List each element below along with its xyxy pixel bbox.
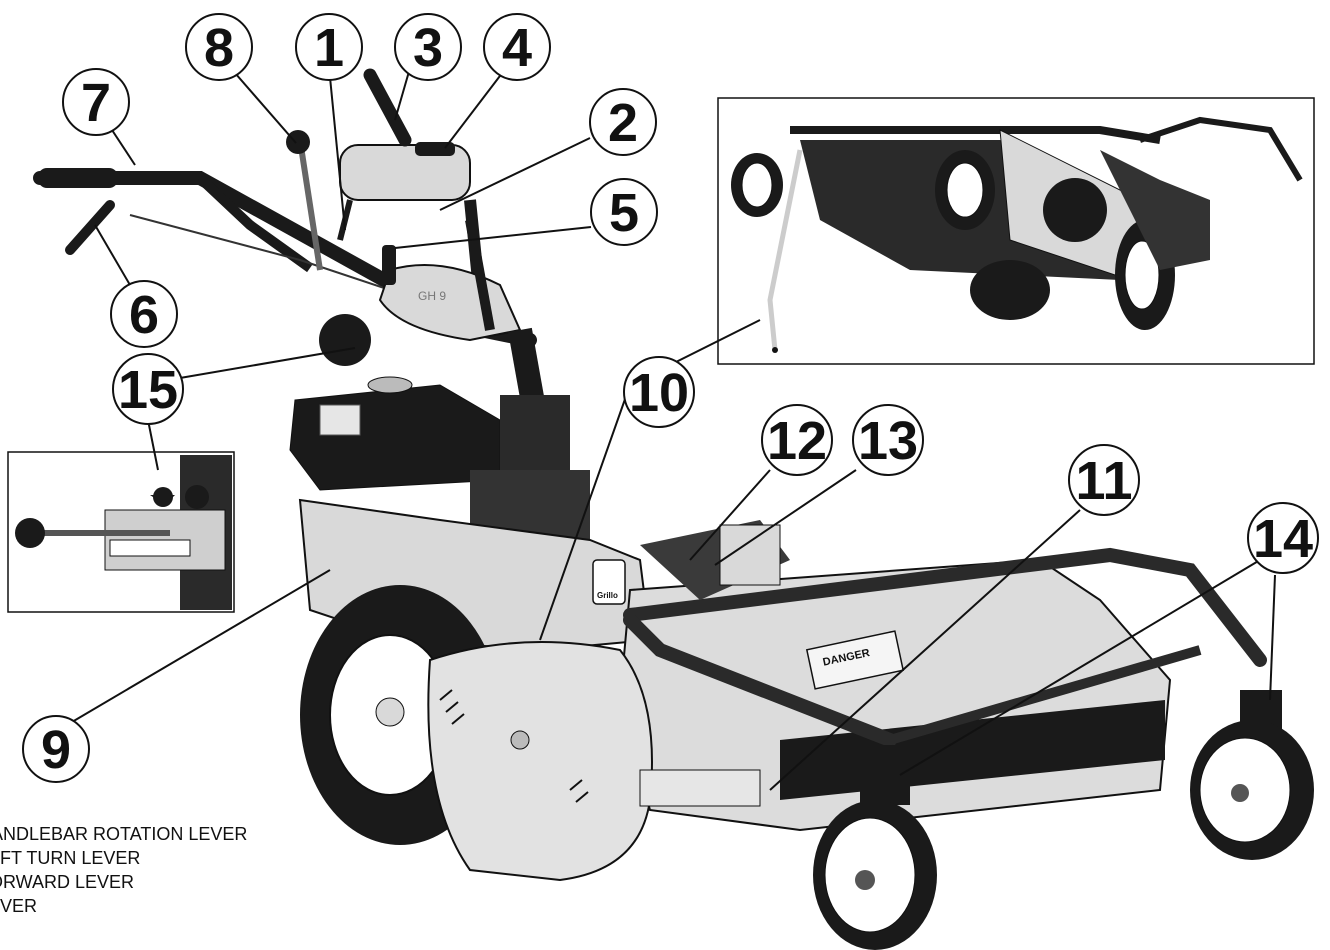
callout-13: 13 [852, 404, 924, 476]
machine-illustration [33, 68, 1314, 950]
leader-lines [71, 66, 1276, 791]
parts-legend: HANDLEBAR ROTATION LEVER LEFT TURN LEVER… [0, 822, 247, 918]
callout-2: 2 [589, 88, 657, 156]
legend-item: FORWARD LEVER [0, 872, 135, 892]
callout-12: 12 [761, 404, 833, 476]
callout-3: 3 [394, 13, 462, 81]
svg-text:6: 6 [129, 285, 159, 345]
callout-9: 9 [22, 715, 90, 783]
rear-view-inset [717, 97, 1315, 365]
callout-14: 14 [1247, 502, 1319, 574]
callout-15: 15 [112, 353, 184, 425]
svg-text:5: 5 [609, 183, 639, 243]
svg-text:8: 8 [204, 18, 234, 78]
callout-6: 6 [110, 280, 178, 348]
svg-text:7: 7 [81, 73, 111, 133]
svg-text:10: 10 [629, 363, 689, 423]
model-decal-label: GH 9 [418, 289, 446, 303]
svg-text:1: 1 [314, 18, 344, 78]
callout-8: 8 [185, 13, 253, 81]
brand-decal-label: Grillo [597, 591, 618, 600]
svg-text:3: 3 [413, 18, 443, 78]
legend-item: LEVER [0, 896, 38, 916]
callout-11: 11 [1068, 444, 1140, 516]
svg-text:4: 4 [502, 18, 532, 78]
svg-text:2: 2 [608, 93, 638, 153]
legend-item: LEFT TURN LEVER [0, 848, 141, 868]
svg-text:12: 12 [767, 411, 827, 471]
svg-text:15: 15 [118, 360, 178, 420]
svg-text:14: 14 [1253, 509, 1313, 569]
svg-text:9: 9 [41, 720, 71, 780]
legend-item: HANDLEBAR ROTATION LEVER [0, 824, 248, 844]
svg-text:11: 11 [1075, 451, 1132, 511]
callout-7: 7 [62, 68, 130, 136]
svg-text:13: 13 [858, 411, 918, 471]
callout-10: 10 [623, 356, 695, 428]
callout-5: 5 [590, 178, 658, 246]
callout-1: 1 [295, 13, 363, 81]
lever-detail-inset [7, 451, 235, 613]
callout-4: 4 [483, 13, 551, 81]
